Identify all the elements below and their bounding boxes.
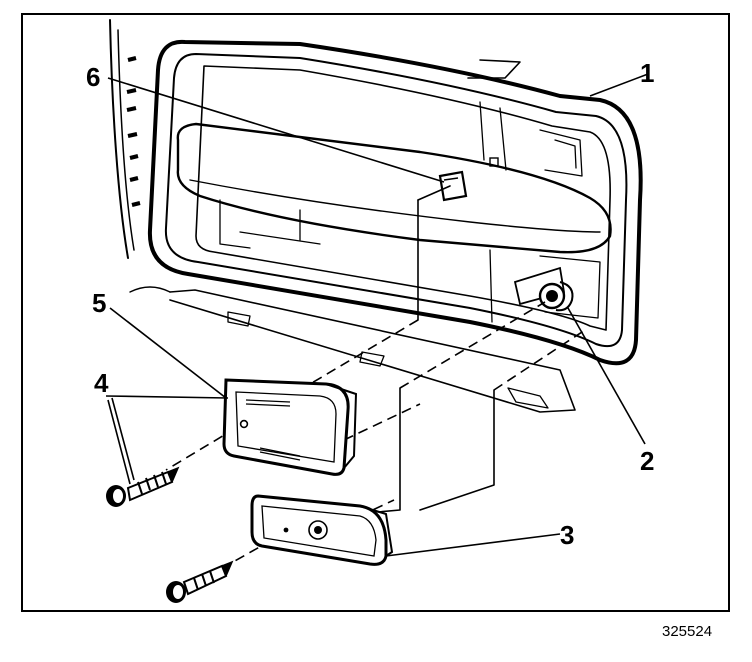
diagram-border [21, 13, 730, 612]
headlamp-bezel [129, 39, 643, 413]
callout-3: 3 [560, 520, 574, 550]
screw-lower [166, 560, 234, 603]
callout-1: 1 [640, 58, 654, 88]
callout-5: 5 [92, 288, 106, 318]
leader-lines-lower [107, 307, 227, 485]
figure-number: 325524 [662, 623, 712, 640]
callout-2: 2 [640, 446, 654, 476]
assembly-lines [165, 185, 586, 567]
clip-part [438, 170, 468, 202]
callout-4: 4 [94, 368, 109, 398]
callout-6: 6 [86, 62, 100, 92]
screw-upper [106, 466, 180, 507]
parking-lamp-lens [250, 494, 394, 566]
side-marker-lens [222, 378, 358, 476]
leader-lines [105, 73, 649, 557]
bulb-socket [513, 266, 574, 312]
